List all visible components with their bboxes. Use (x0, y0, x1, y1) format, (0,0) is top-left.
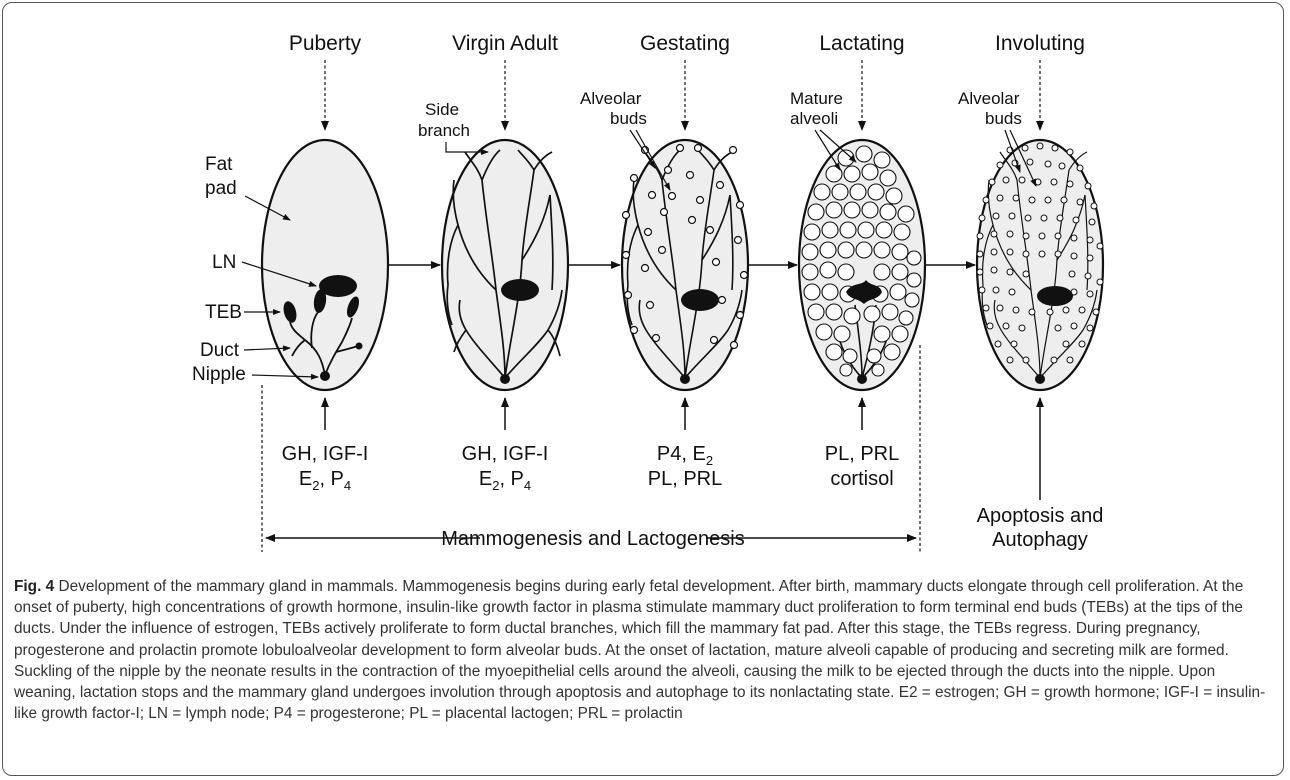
label-mature: Mature (790, 89, 843, 108)
stage-title-virgin-adult: Virgin Adult (452, 32, 558, 55)
stage-title-involuting: Involuting (995, 32, 1085, 55)
figure-caption: Fig. 4 Development of the mammary gland … (14, 576, 1276, 724)
hormones-gestating-line1: P4, E2 (657, 443, 713, 468)
gland-oval-virgin-adult (442, 140, 568, 390)
stage-title-lactating: Lactating (819, 32, 904, 55)
label-teb: TEB (205, 302, 242, 323)
hormones-lactating-line2: cortisol (830, 468, 893, 490)
hormones-virgin-line1: GH, IGF-I (462, 443, 549, 465)
lymph-node-gestating (681, 289, 719, 311)
label-ln: LN (212, 252, 236, 273)
stage-title-puberty: Puberty (289, 32, 362, 55)
gland-oval-gestating (622, 140, 748, 390)
stage-dashed-arrows (325, 60, 1040, 130)
nipple-gestating (680, 374, 690, 384)
nipple-lactating (857, 374, 867, 384)
gland-oval-lactating (799, 140, 925, 390)
nipple-puberty (320, 371, 330, 381)
nipple-involuting (1035, 374, 1045, 384)
hormones-gestating-line2: PL, PRL (648, 468, 722, 490)
label-branch: branch (418, 121, 470, 140)
label-alveolar: Alveolar (580, 89, 642, 108)
stage-title-gestating: Gestating (640, 32, 730, 55)
label-duct: Duct (200, 340, 240, 361)
involuting-process-line2: Autophagy (992, 529, 1088, 551)
span-label: Mammogenesis and Lactogenesis (441, 528, 745, 550)
label-fat: Fat (205, 154, 233, 175)
pointer-alveolar-buds-1 (630, 130, 655, 168)
caption-text: Development of the mammary gland in mamm… (14, 578, 1265, 722)
label-side: Side (425, 100, 459, 119)
involuting-process-line1: Apoptosis and (977, 505, 1104, 527)
label-buds: buds (610, 109, 647, 128)
label-nipple: Nipple (192, 364, 246, 385)
hormones-puberty-line1: GH, IGF-I (282, 443, 369, 465)
label-alveolar-2: Alveolar (958, 89, 1020, 108)
lymph-node-involuting (1037, 286, 1073, 306)
hormones-virgin-line2: E2, P4 (479, 468, 531, 493)
gland-oval-involuting (977, 140, 1103, 390)
hormones-puberty-line2: E2, P4 (299, 468, 351, 493)
label-buds-2: buds (985, 109, 1022, 128)
lymph-node-puberty (319, 275, 357, 297)
figure-label: Fig. 4 (14, 578, 54, 595)
lymph-node-virgin-adult (501, 279, 539, 301)
label-pad: pad (205, 178, 237, 199)
nipple-virgin-adult (500, 374, 510, 384)
mammary-development-diagram: Puberty Virgin Adult Gestating Lactating… (0, 0, 1290, 575)
hormones-lactating-line1: PL, PRL (825, 443, 899, 465)
label-alveoli: alveoli (790, 109, 838, 128)
gland-oval-puberty (262, 140, 388, 390)
